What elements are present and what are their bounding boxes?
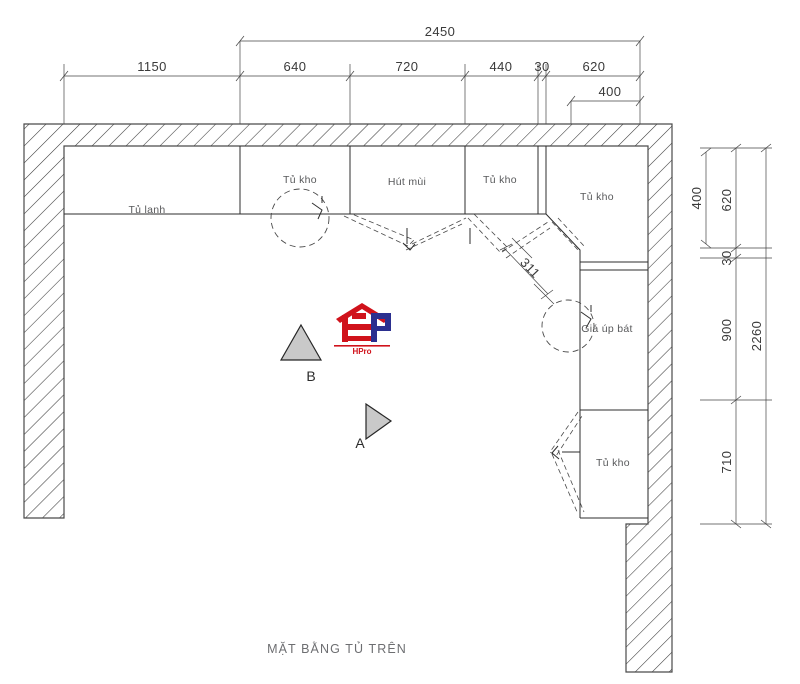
- label-storage-2: Tủ kho: [483, 174, 517, 186]
- label-fridge: Tủ lạnh: [128, 204, 165, 216]
- diagonal-dimension-311: 311: [499, 237, 555, 305]
- right-dimension-group: 2260 620 30 900 710 400: [689, 143, 772, 529]
- cabinet-labels: Tủ lạnh Tủ kho Hút mùi Tủ kho Tủ kho Giá…: [128, 174, 632, 469]
- marker-label-a: A: [355, 435, 365, 451]
- label-dish-rack: Giá úp bát: [581, 323, 632, 335]
- company-logo: HPro: [334, 303, 391, 356]
- dim-top-seg-620: 620: [583, 59, 606, 74]
- dim-top-overall: 2450: [425, 24, 456, 39]
- drawing-caption: MẶT BẰNG TỦ TRÊN: [267, 641, 407, 656]
- marker-label-b: B: [306, 368, 315, 384]
- dim-top-sub-400: 400: [599, 84, 622, 99]
- view-marker-b: B: [279, 323, 323, 384]
- dim-diagonal-311: 311: [517, 255, 543, 281]
- label-storage-1: Tủ kho: [283, 174, 317, 186]
- upper-cabinet-run: [64, 146, 648, 519]
- label-hood: Hút mùi: [388, 176, 426, 188]
- dim-top-seg-1150: 1150: [137, 59, 167, 74]
- dim-top-seg-640: 640: [284, 59, 307, 74]
- dim-right-seg-900: 900: [719, 319, 734, 342]
- label-storage-3: Tủ kho: [580, 191, 614, 203]
- logo-text: HPro: [352, 347, 371, 356]
- dim-right-seg-620: 620: [719, 189, 734, 212]
- wall-structure: [23, 123, 673, 673]
- dim-right-seg-710: 710: [719, 451, 734, 474]
- dim-top-seg-440: 440: [490, 59, 513, 74]
- dim-top-seg-720: 720: [396, 59, 419, 74]
- dim-right-sub-400: 400: [689, 187, 704, 210]
- wall-outer-hatch: [23, 123, 673, 673]
- door-swing-indicators: [270, 188, 595, 515]
- dim-right-seg-30: 30: [719, 250, 734, 265]
- view-marker-a: A: [355, 402, 393, 451]
- label-storage-4: Tủ kho: [596, 457, 630, 469]
- dim-top-seg-30: 30: [534, 59, 549, 74]
- dim-right-overall: 2260: [749, 321, 764, 352]
- top-dimension-group: 2450 1150 640 720 440 30 620: [59, 24, 645, 124]
